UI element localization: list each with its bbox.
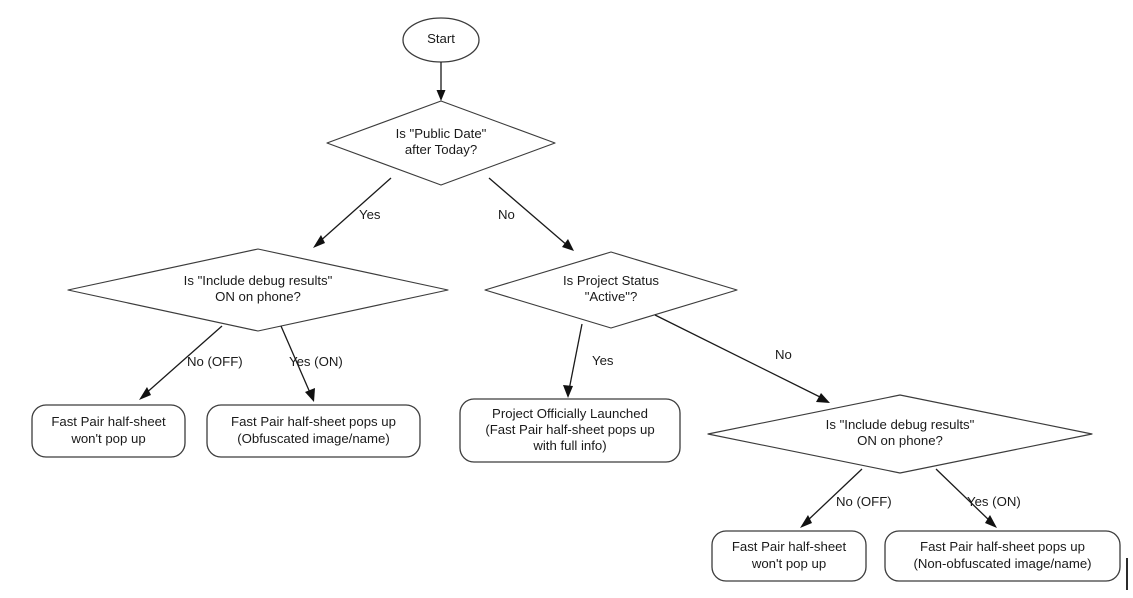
edge-label-project-status-no: No bbox=[775, 347, 792, 362]
edge-debug-right-on-arrow bbox=[985, 515, 997, 528]
edge-debug-left-on-arrow bbox=[305, 388, 315, 402]
node-result-left-off-shape[interactable] bbox=[31, 404, 186, 458]
edge-label-debug-left-on: Yes (ON) bbox=[289, 354, 343, 369]
node-result-right-on-shape[interactable] bbox=[884, 530, 1121, 582]
edge-label-public-date-yes: Yes bbox=[359, 207, 381, 222]
edge-public-date-no-arrow bbox=[562, 239, 574, 251]
edge-label-debug-right-off: No (OFF) bbox=[836, 494, 892, 509]
edge-debug-left-off-arrow bbox=[139, 387, 151, 400]
node-start-shape[interactable] bbox=[402, 17, 480, 63]
node-debug-right-shape[interactable] bbox=[707, 394, 1093, 474]
edge-label-project-status-yes: Yes bbox=[592, 353, 614, 368]
node-public-date-shape[interactable] bbox=[326, 100, 556, 186]
edge-debug-right-off bbox=[805, 468, 863, 523]
edge-project-status-no-arrow bbox=[816, 393, 830, 403]
edge-label-debug-right-on: Yes (ON) bbox=[967, 494, 1021, 509]
node-project-status-shape[interactable] bbox=[484, 251, 738, 329]
edge-public-date-yes-arrow bbox=[313, 235, 325, 248]
node-result-right-off-shape[interactable] bbox=[711, 530, 867, 582]
edge-debug-right-off-arrow bbox=[800, 515, 812, 528]
edge-debug-left-on bbox=[280, 325, 312, 396]
edge-label-debug-left-off: No (OFF) bbox=[187, 354, 243, 369]
edge-debug-right-on bbox=[935, 468, 992, 523]
node-result-launched-shape[interactable] bbox=[459, 398, 681, 463]
edge-project-status-yes bbox=[568, 323, 583, 391]
edge-start-to-public-date-arrow bbox=[436, 90, 446, 101]
edge-project-status-yes-arrow bbox=[563, 385, 573, 398]
edge-public-date-no bbox=[488, 177, 569, 247]
edge-label-public-date-no: No bbox=[498, 207, 515, 222]
edge-project-status-no bbox=[654, 314, 823, 399]
node-debug-left-shape[interactable] bbox=[67, 248, 449, 332]
node-result-left-on-shape[interactable] bbox=[206, 404, 421, 458]
edge-public-date-yes bbox=[317, 177, 392, 244]
text-cursor bbox=[1126, 558, 1128, 590]
edge-debug-left-off bbox=[143, 325, 223, 396]
